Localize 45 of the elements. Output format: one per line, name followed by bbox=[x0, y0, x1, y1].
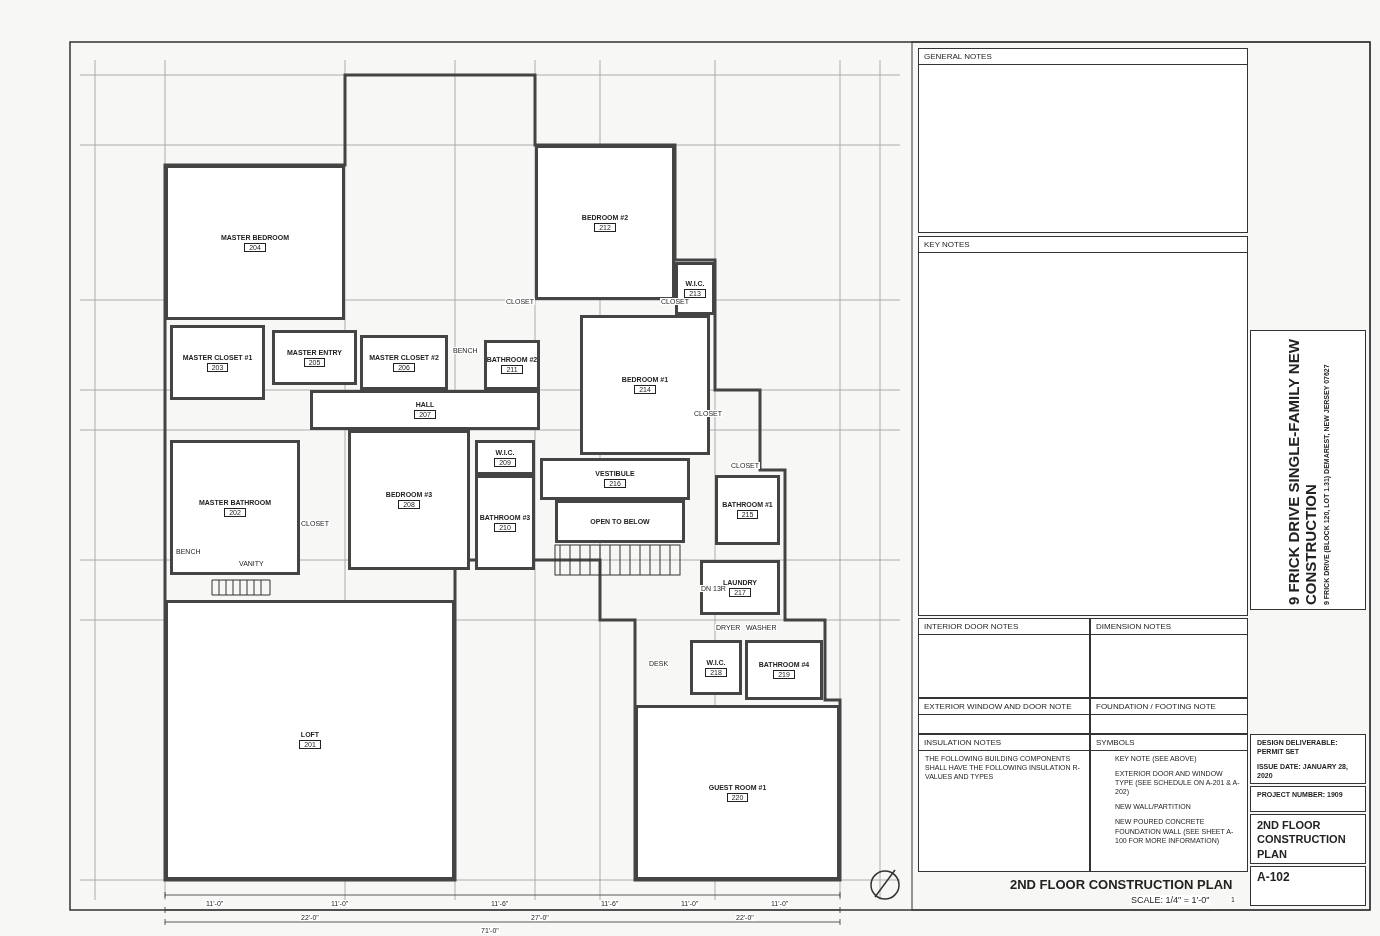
symbols-panel bbox=[1090, 734, 1248, 872]
stair-opening bbox=[555, 500, 685, 543]
laundry-room bbox=[700, 560, 780, 615]
panel-heading: DIMENSION NOTES bbox=[1091, 619, 1247, 635]
notes-panel bbox=[1090, 698, 1248, 734]
loft-room bbox=[165, 600, 455, 880]
project-title: 9 FRICK DRIVE SINGLE-FAMILY NEW CONSTRUCTION bbox=[1286, 338, 1319, 605]
bathroom bbox=[745, 640, 823, 700]
notes-panel bbox=[918, 618, 1090, 698]
panel-heading: FOUNDATION / FOOTING NOTE bbox=[1091, 699, 1247, 715]
title-block bbox=[1250, 330, 1366, 610]
bedroom bbox=[348, 430, 470, 570]
scale-note: SCALE: 1/4" = 1'-0" bbox=[1130, 895, 1211, 905]
vestibule bbox=[540, 458, 690, 500]
sheet-title-block bbox=[1250, 814, 1366, 864]
sheet-number: A-102 bbox=[1256, 869, 1291, 886]
plan-title: 2ND FLOOR CONSTRUCTION PLAN bbox=[1010, 877, 1233, 892]
bedroom bbox=[165, 165, 345, 320]
panel-heading: SYMBOLS bbox=[1091, 735, 1247, 751]
notes-panel bbox=[918, 734, 1090, 872]
closet bbox=[170, 325, 265, 400]
panel-heading: INTERIOR DOOR NOTES bbox=[919, 619, 1089, 635]
bathroom bbox=[715, 475, 780, 545]
panel-heading: KEY NOTES bbox=[919, 237, 1247, 253]
closet bbox=[690, 640, 742, 695]
closet bbox=[360, 335, 448, 390]
hall bbox=[310, 390, 540, 430]
issue-block bbox=[1250, 734, 1366, 784]
panel-heading: GENERAL NOTES bbox=[919, 49, 1247, 65]
notes-panel bbox=[918, 698, 1090, 734]
notes-panel bbox=[918, 48, 1248, 233]
bathroom bbox=[170, 440, 300, 575]
bedroom bbox=[535, 145, 675, 300]
bathroom bbox=[475, 475, 535, 570]
sheet-number-block bbox=[1250, 866, 1366, 906]
notes-panel bbox=[1090, 618, 1248, 698]
panel-heading: EXTERIOR WINDOW AND DOOR NOTE bbox=[919, 699, 1089, 715]
closet bbox=[475, 440, 535, 475]
sheet-title: 2ND FLOOR CONSTRUCTION PLAN bbox=[1256, 818, 1347, 862]
project-block bbox=[1250, 786, 1366, 812]
guest-room bbox=[635, 705, 840, 880]
panel-heading: INSULATION NOTES bbox=[919, 735, 1089, 751]
notes-panel bbox=[918, 236, 1248, 616]
entry bbox=[272, 330, 357, 385]
bathroom bbox=[484, 340, 540, 390]
